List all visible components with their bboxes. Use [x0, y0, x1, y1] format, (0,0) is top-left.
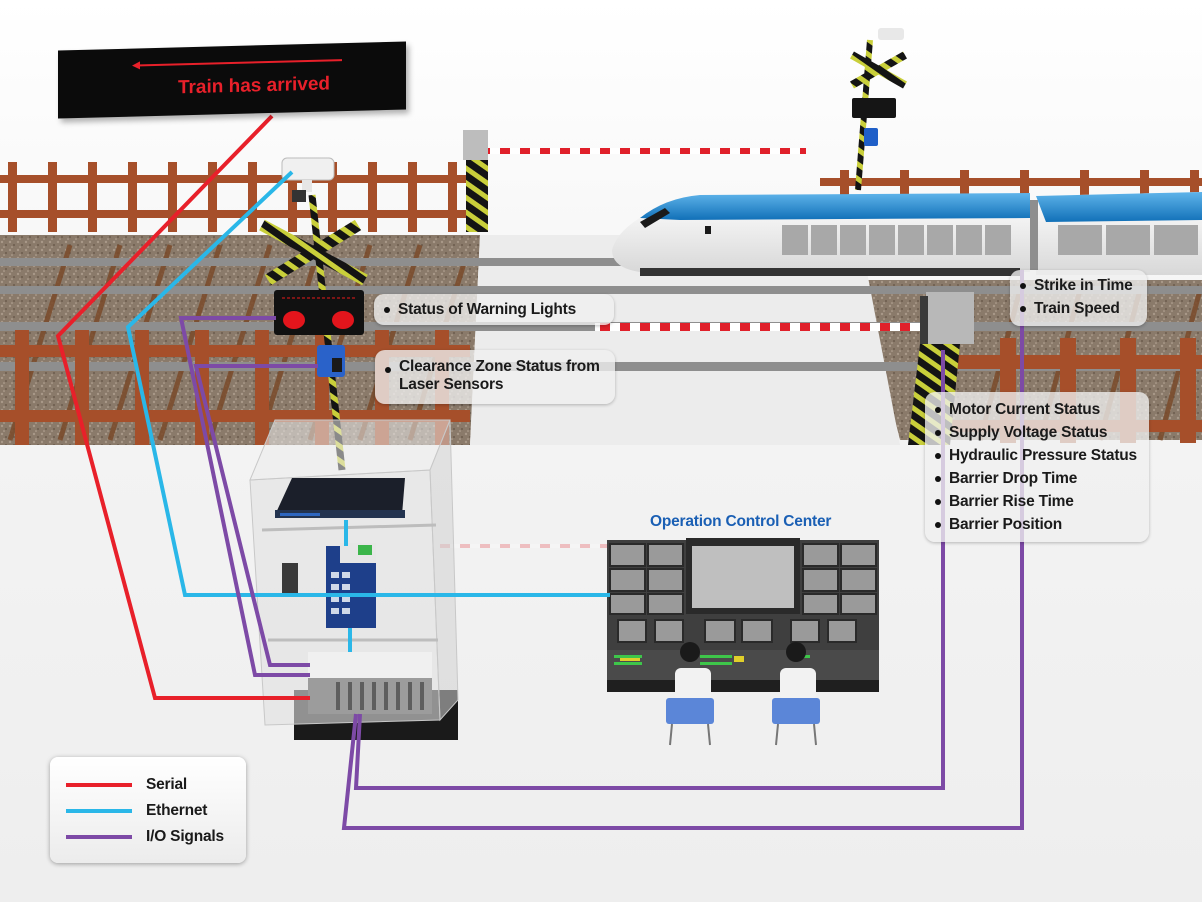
- message-sign: Train has arrived: [58, 41, 406, 119]
- laser-sensor: [317, 345, 345, 377]
- legend-item-ethernet: Ethernet: [66, 800, 207, 822]
- barrier-reflection: [440, 544, 610, 548]
- high-speed-train: [612, 192, 1202, 276]
- callout-train: Strike in Time Train Speed: [1010, 270, 1147, 326]
- callout-barrier: Motor Current Status Supply Voltage Stat…: [925, 392, 1149, 542]
- callout-warning-lights: Status of Warning Lights: [374, 294, 614, 325]
- serial-line: [55, 114, 310, 700]
- ip-camera: [281, 157, 335, 202]
- callout-item: Strike in Time: [1020, 274, 1135, 297]
- callout-line-1: Clearance Zone Status from: [399, 358, 600, 375]
- left-arrow-icon: [136, 59, 342, 67]
- crossing-signal-right: [850, 28, 907, 191]
- legend-label: I/O Signals: [146, 828, 224, 845]
- callout-item: Train Speed: [1020, 297, 1135, 320]
- legend-swatch: [66, 835, 132, 839]
- callout-item: Clearance Zone Status from Laser Sensors: [385, 358, 603, 394]
- io-line-warning-lights: [178, 316, 310, 677]
- callout-clearance-zone: Clearance Zone Status from Laser Sensors: [375, 350, 615, 404]
- fence-far-left: [0, 162, 470, 232]
- legend-swatch: [66, 783, 132, 787]
- callout-item: Supply Voltage Status: [935, 421, 1137, 444]
- legend-item-io-signals: I/O Signals: [66, 826, 224, 848]
- legend-label: Serial: [146, 776, 188, 793]
- fence-near-left: [0, 330, 470, 445]
- rack-server: [275, 478, 405, 518]
- legend: Serial Ethernet I/O Signals: [50, 757, 246, 863]
- operator-left: [666, 642, 714, 746]
- control-center-title: Operation Control Center: [650, 513, 832, 530]
- warning-lights: [274, 290, 364, 335]
- ethernet-switch: [326, 543, 376, 628]
- sign-message: Train has arrived: [177, 73, 331, 99]
- io-line-laser-sensor: [193, 364, 318, 667]
- io-line-train: [341, 270, 1024, 830]
- callout-item: Status of Warning Lights: [384, 298, 602, 321]
- control-console: [607, 538, 879, 692]
- callout-item: Barrier Drop Time: [935, 467, 1137, 490]
- ethernet-line-camera: [125, 170, 610, 597]
- callout-line-2: Laser Sensors: [399, 376, 504, 393]
- legend-item-serial: Serial: [66, 774, 187, 796]
- callout-item: Hydraulic Pressure Status: [935, 444, 1137, 467]
- legend-label: Ethernet: [146, 802, 208, 819]
- callout-item: Barrier Rise Time: [935, 490, 1137, 513]
- legend-swatch: [66, 809, 132, 813]
- operator-right: [772, 642, 820, 746]
- barrier-gate-far: [463, 130, 806, 232]
- ip-camera-right: [878, 28, 904, 40]
- callout-item: Motor Current Status: [935, 398, 1137, 421]
- fence-far-right: [820, 170, 1202, 200]
- operators: [666, 642, 820, 746]
- callout-item: Barrier Position: [935, 513, 1137, 536]
- io-line-barrier: [353, 350, 945, 790]
- io-module: [308, 652, 432, 714]
